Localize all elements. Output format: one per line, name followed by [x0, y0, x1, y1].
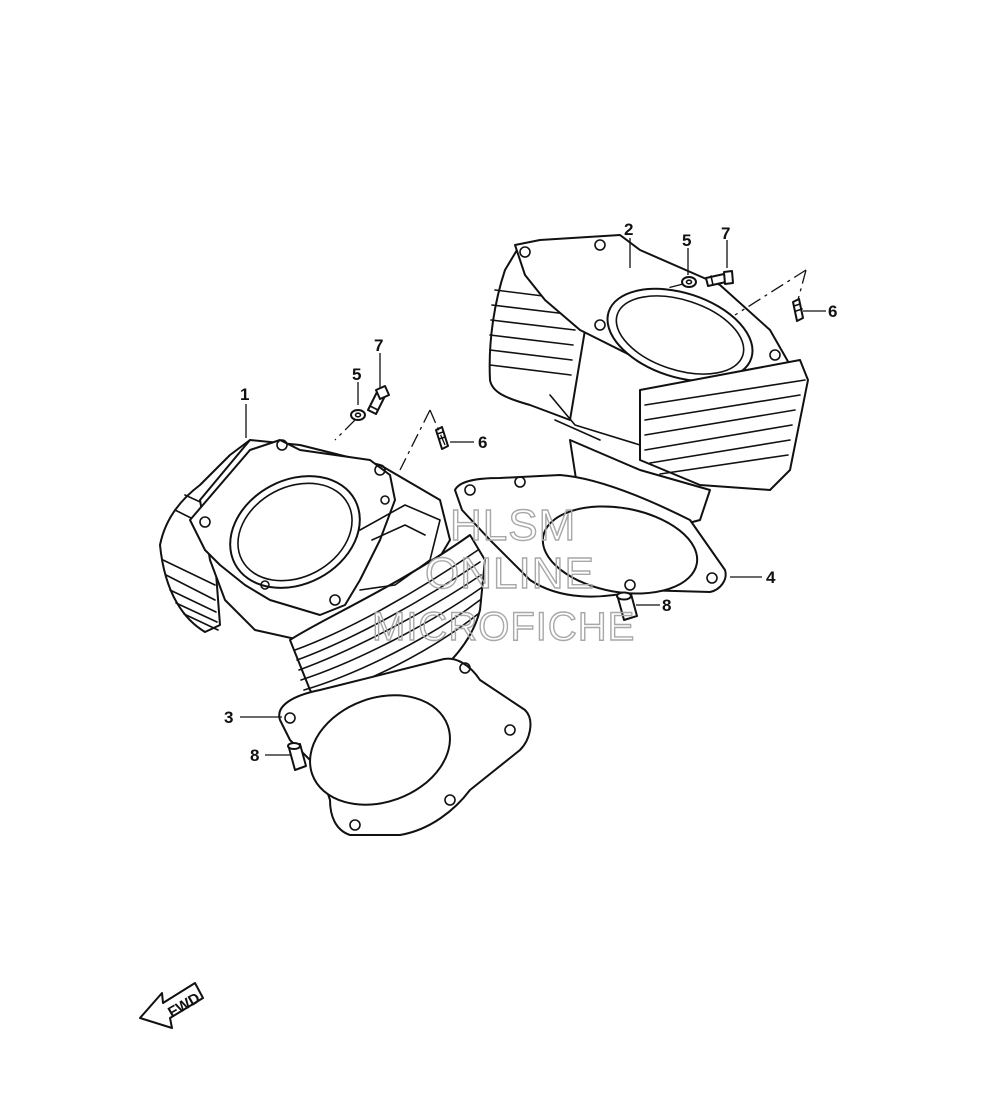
- dowel-pin-front[interactable]: [287, 742, 307, 771]
- callout-2: 2: [624, 220, 633, 239]
- watermark-line-2: ONLINE: [425, 549, 595, 598]
- gasket-4[interactable]: [454, 474, 727, 605]
- callout-5-front: 5: [352, 365, 361, 384]
- watermark: HLSM ONLINE MICROFICHE: [371, 500, 635, 649]
- washer-location-line-front: [334, 419, 356, 441]
- callout-6-rear: 6: [828, 302, 837, 321]
- stud-location-line-rear: [734, 269, 807, 316]
- watermark-line-1: HLSM: [450, 501, 576, 550]
- leader-lines: [240, 238, 826, 756]
- washer-front[interactable]: [350, 409, 366, 421]
- washer-location-line-rear: [659, 283, 684, 291]
- stud-location-line-front: [399, 409, 446, 471]
- bolt-front[interactable]: [367, 385, 390, 415]
- callout-3: 3: [224, 708, 233, 727]
- watermark-line-3: MICROFICHE: [372, 605, 635, 649]
- washer-rear[interactable]: [681, 276, 697, 288]
- callout-5-rear: 5: [682, 231, 691, 250]
- callout-6-front: 6: [478, 433, 487, 452]
- fwd-arrow-icon: FWD: [139, 982, 204, 1029]
- callout-1: 1: [240, 385, 249, 404]
- rear-cylinder-bore: [606, 287, 754, 383]
- bolt-rear[interactable]: [705, 270, 734, 287]
- callout-8-rear: 8: [662, 596, 671, 615]
- callout-7-front: 7: [374, 336, 383, 355]
- callout-7-rear: 7: [721, 224, 730, 243]
- rear-cylinder-right-fins: [639, 359, 809, 491]
- dowel-pin-rear[interactable]: [616, 591, 638, 621]
- callout-8-front: 8: [250, 746, 259, 765]
- gasket-3[interactable]: [278, 657, 532, 836]
- front-cylinder-bore: [229, 475, 361, 589]
- callout-4: 4: [766, 568, 776, 587]
- stud-rear[interactable]: [792, 298, 804, 322]
